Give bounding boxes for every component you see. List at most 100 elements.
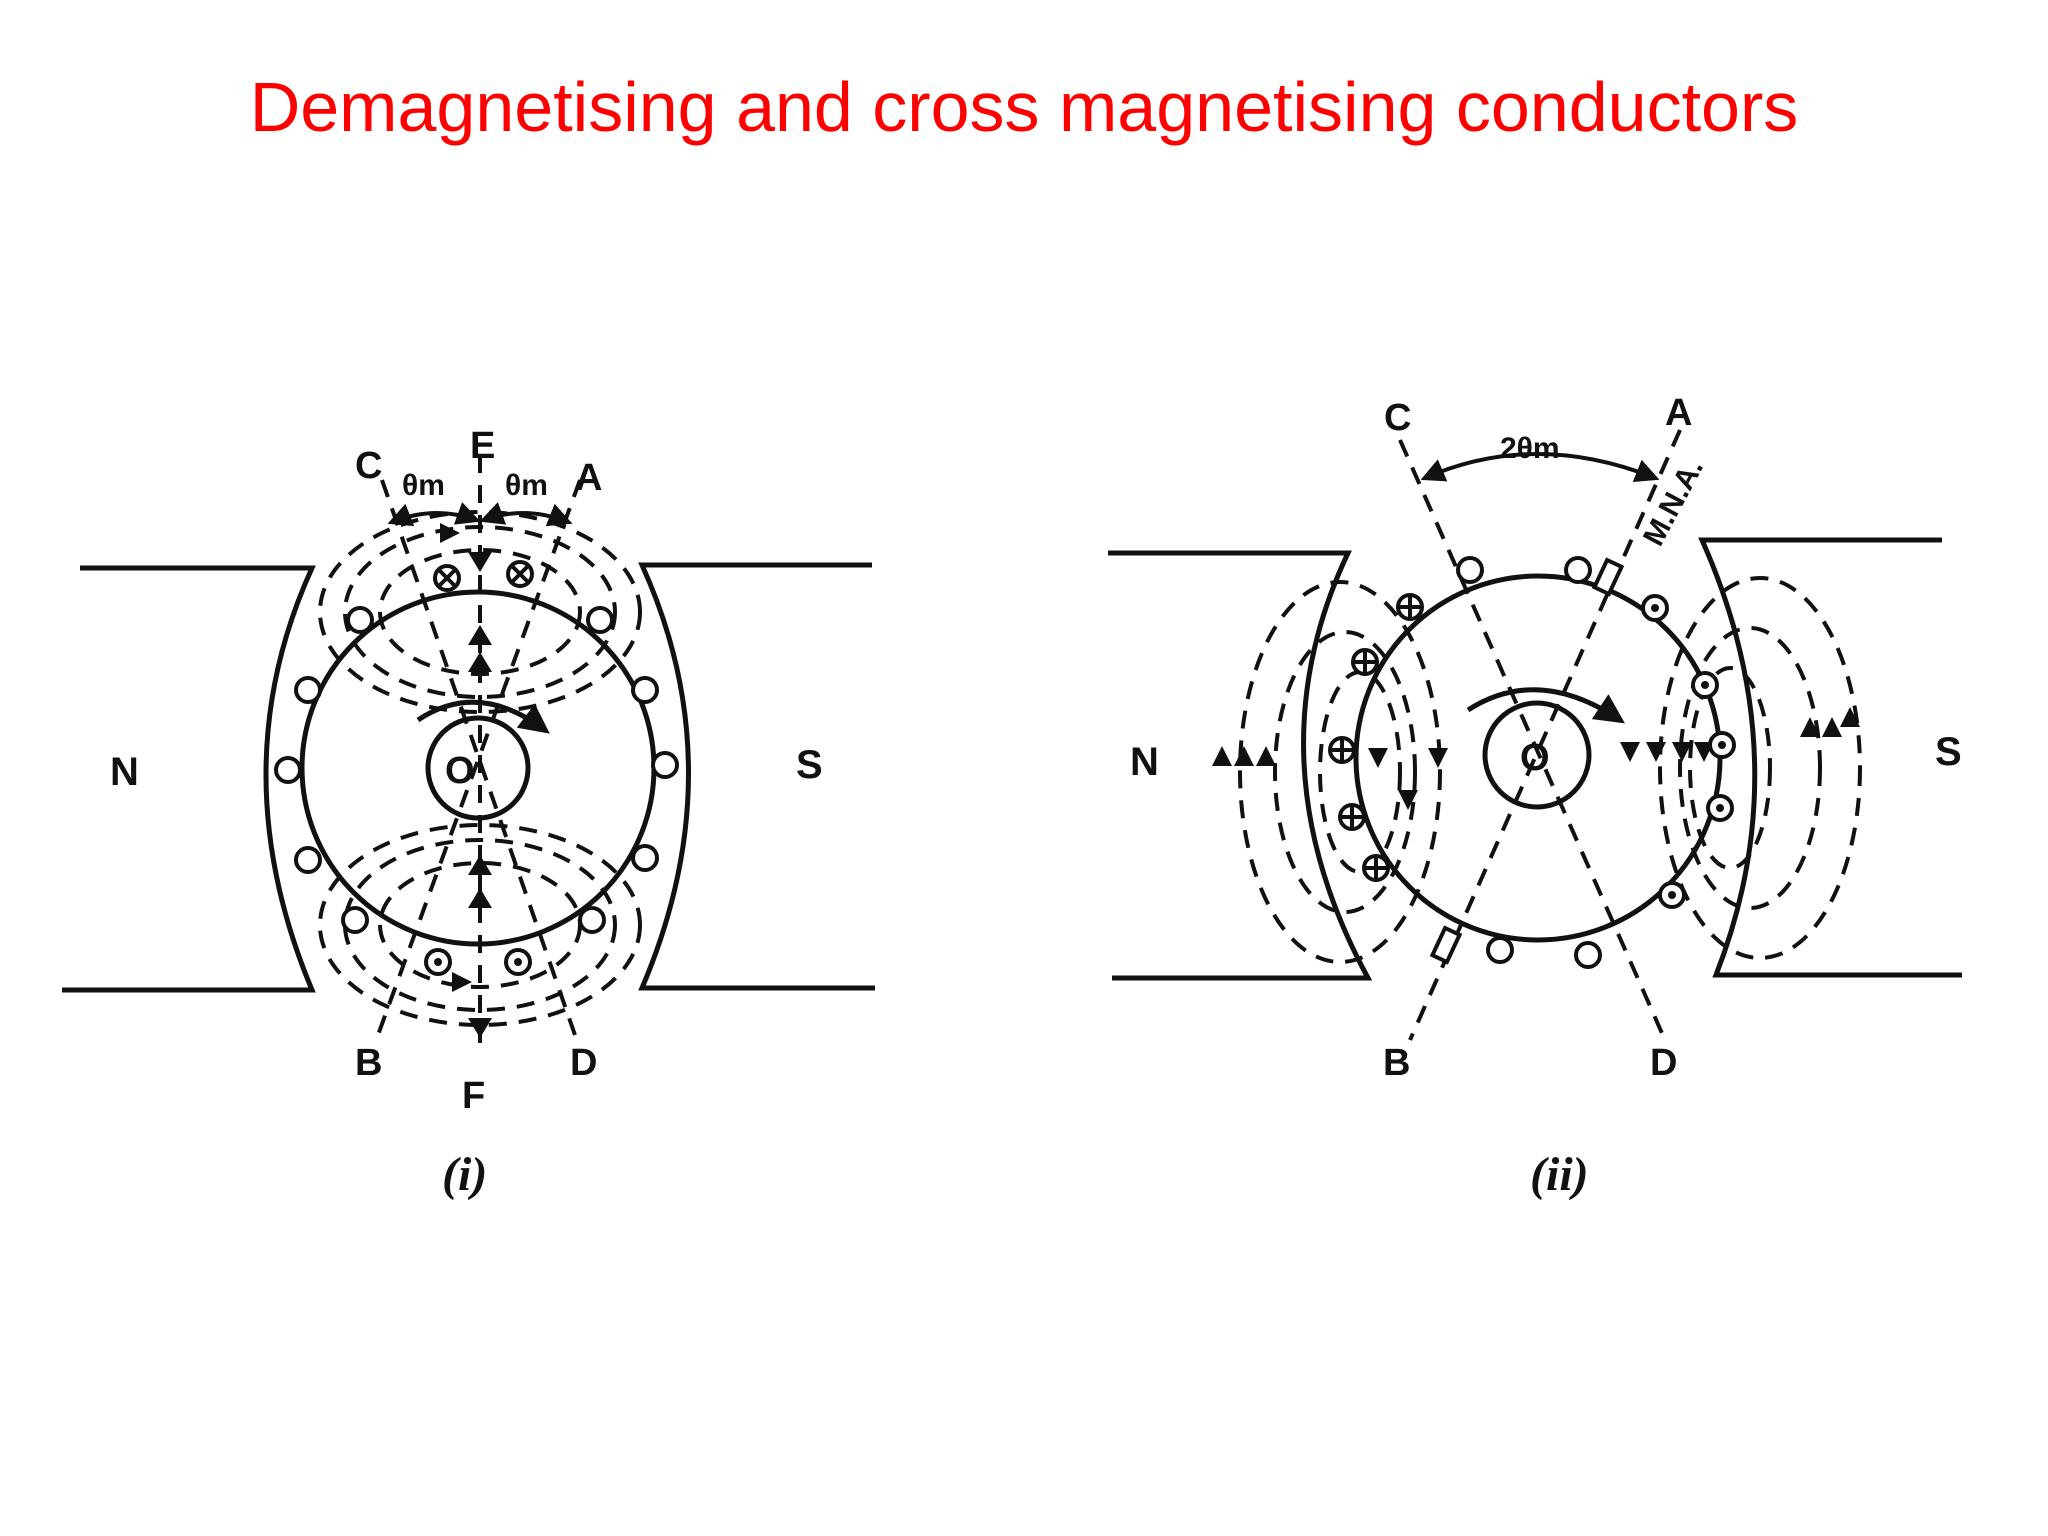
pole-label-s: S — [796, 743, 823, 787]
label-f: F — [462, 1075, 485, 1117]
flux-arrow-right-2 — [452, 972, 472, 992]
flux-arrow-up-2 — [468, 625, 492, 645]
label-b: B — [355, 1042, 382, 1084]
flux-loop-top-2 — [378, 548, 582, 676]
flux-loop-top-3 — [318, 510, 642, 714]
pole-label-n-ii: N — [1130, 740, 1159, 784]
conductor-dot-bottom-left — [424, 948, 452, 976]
axis-line-ab — [376, 479, 582, 1036]
svg-text:O: O — [1520, 737, 1550, 779]
flux-arrow-down-ii-6 — [1672, 742, 1692, 762]
flux-loop-right-2 — [1678, 626, 1822, 910]
angle-arc-left — [387, 502, 481, 527]
label-a: A — [575, 457, 602, 499]
conductor-plus-left-4 — [1338, 803, 1366, 831]
conductor-plus-left-5 — [1362, 854, 1390, 882]
conductor — [274, 756, 302, 784]
label-a-ii: A — [1665, 392, 1692, 434]
label-mna-ii: M.N.A. — [1637, 453, 1710, 551]
flux-arrow-up-ii-1 — [1212, 746, 1232, 766]
angle-arc-right — [479, 502, 573, 527]
rotation-arrow-ii — [1466, 687, 1625, 724]
flux-arrow-up-4 — [468, 888, 492, 908]
flux-arrow-up-ii-5 — [1822, 717, 1842, 737]
conductor-dot-right-5 — [1658, 881, 1686, 909]
flux-loop-right-3 — [1688, 666, 1772, 870]
flux-arrow-down-ii-2 — [1398, 790, 1418, 810]
flux-arrow-down-ii-4 — [1620, 742, 1640, 762]
flux-arrow-down-ii-7 — [1694, 742, 1714, 762]
figure-caption-i: (i) — [442, 1148, 487, 1201]
conductor — [341, 906, 369, 934]
flux-loop-left-2 — [1273, 630, 1417, 914]
flux-arrow-down-ii-5 — [1646, 742, 1666, 762]
conductor — [631, 844, 659, 872]
conductor-dot-right-1 — [1641, 594, 1669, 622]
conductor — [586, 606, 614, 634]
axis-line-ab-ii — [1408, 429, 1682, 1041]
slide-title: Demagnetising and cross magnetising cond… — [249, 68, 1799, 146]
axis-line-cd-ii — [1398, 439, 1667, 1041]
conductor — [631, 676, 659, 704]
south-pole-piece — [638, 562, 875, 991]
flux-arrow-up-1 — [468, 652, 492, 672]
flux-loop-left-3 — [1318, 670, 1402, 874]
conductor — [294, 676, 322, 704]
label-theta-left: θm — [402, 469, 445, 502]
conductor-plus-left-3 — [1328, 736, 1356, 764]
label-d-ii: D — [1650, 1042, 1677, 1084]
conductor-dot-right-2 — [1691, 671, 1719, 699]
conductor — [1456, 556, 1484, 584]
conductor — [1486, 936, 1514, 964]
label-c-ii: C — [1384, 397, 1411, 439]
flux-arrow-up-ii-2 — [1234, 746, 1254, 766]
conductor-plus-left-1 — [1396, 593, 1424, 621]
conductor-dot-right-4 — [1706, 794, 1734, 822]
flux-arrow-down-2 — [468, 1018, 492, 1038]
conductor-cross-top-left — [433, 564, 461, 592]
pole-label-n: N — [110, 750, 139, 794]
conductor-dot-right-3 — [1708, 731, 1736, 759]
label-2theta-ii: 2θm — [1500, 432, 1560, 465]
flux-arrow-up-ii-6 — [1840, 707, 1860, 727]
south-pole-piece-ii — [1698, 537, 1962, 978]
flux-arrow-down-ii-3 — [1428, 748, 1448, 768]
shaft-circle-ii — [1482, 700, 1592, 810]
flux-arrow-up-ii-4 — [1800, 717, 1820, 737]
conductor — [651, 751, 679, 779]
conductor — [578, 906, 606, 934]
conductor-cross-top-right — [506, 560, 534, 588]
label-c: C — [355, 445, 382, 487]
conductor — [294, 846, 322, 874]
armature-circle-ii — [1353, 573, 1723, 943]
conductor-plus-left-2 — [1351, 648, 1379, 676]
svg-text:O: O — [445, 750, 475, 792]
brush-bottom — [1429, 925, 1463, 965]
flux-arrow-up-3 — [468, 855, 492, 875]
north-pole-piece-ii — [1108, 550, 1373, 981]
label-e: E — [470, 425, 495, 467]
pole-label-s-ii: S — [1935, 730, 1962, 774]
figure-caption-ii: (ii) — [1530, 1148, 1589, 1201]
label-d: D — [570, 1042, 597, 1084]
brush-top — [1591, 557, 1625, 597]
flux-arrow-right-1 — [440, 523, 460, 543]
conductor — [346, 606, 374, 634]
flux-loop-left-1 — [1238, 580, 1442, 964]
flux-loop-right-1 — [1658, 576, 1862, 960]
flux-arrow-down-ii-1 — [1368, 748, 1388, 768]
figure-i-diagram: O C E — [62, 425, 875, 1201]
north-pole-piece — [62, 565, 316, 993]
label-theta-right: θm — [505, 469, 548, 502]
conductor — [1574, 941, 1602, 969]
flux-arrow-down-1 — [468, 552, 492, 572]
axis-line-cd — [380, 479, 577, 1036]
flux-loop-bottom-1 — [343, 838, 617, 1012]
conductor — [1564, 556, 1592, 584]
flux-arrow-up-ii-3 — [1256, 746, 1276, 766]
flux-loop-top-1 — [343, 525, 617, 699]
conductor-dot-bottom-right — [504, 948, 532, 976]
label-b-ii: B — [1383, 1042, 1410, 1084]
angle-arc-ii — [1420, 452, 1660, 483]
flux-loop-bottom-3 — [318, 823, 642, 1027]
